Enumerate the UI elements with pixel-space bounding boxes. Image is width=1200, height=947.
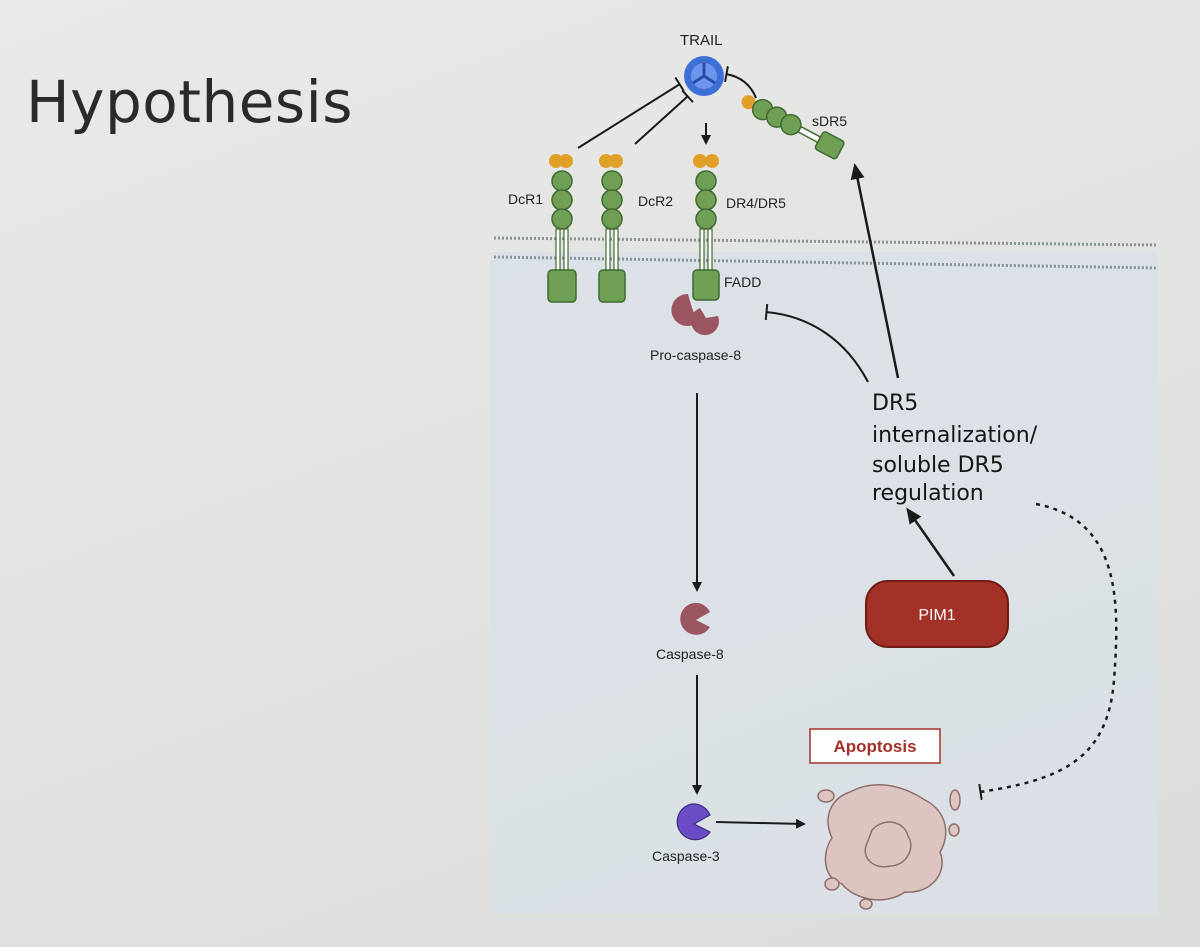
pro-caspase-8-label: Pro-caspase-8 <box>650 347 741 363</box>
sdr5-label: sDR5 <box>812 113 847 129</box>
sdr5-receptor <box>741 95 845 160</box>
dr5-regulation-line-2: internalization/ <box>872 423 1038 448</box>
caspase-3-to-apoptosis-arrow <box>715 818 806 829</box>
membrane-line-outer <box>493 236 1159 247</box>
apoptosis-label: Apoptosis <box>833 737 916 756</box>
caspase-3-shape <box>676 803 711 841</box>
dcr1-receptor <box>547 154 577 303</box>
fadd-label: FADD <box>724 274 761 290</box>
apoptotic-cell <box>817 784 961 910</box>
slide-title: Hypothesis <box>26 68 353 136</box>
cytoplasm-region <box>490 252 1158 914</box>
dr5-regulation-line-1: DR5 <box>872 391 918 416</box>
pim1-inhibits-apoptosis-dashed <box>978 502 1118 800</box>
pim1-label: PIM1 <box>918 607 955 624</box>
dr4-dr5-receptor <box>692 154 720 301</box>
sdr5-inhibits-trail <box>724 66 757 99</box>
pim1-to-dr5-regulation-arrow <box>906 507 956 577</box>
dr5-regulation-line-3: soluble DR5 <box>872 453 1004 478</box>
dcr1-inhibits-trail <box>577 76 685 149</box>
caspase-3-label: Caspase-3 <box>652 848 720 864</box>
pim1-box <box>865 580 1009 648</box>
pro-caspase-8-shape <box>671 293 719 336</box>
dr5-regulation-to-sdr5-arrow <box>850 163 900 379</box>
membrane-line-inner <box>493 255 1159 270</box>
caspase-8-shape <box>680 602 710 635</box>
dcr1-label: DcR1 <box>508 191 543 207</box>
dr4-dr5-label: DR4/DR5 <box>726 195 786 211</box>
dr5-regulation-inhibits-fadd <box>764 303 869 383</box>
dcr2-receptor <box>598 154 626 303</box>
apoptosis-box <box>809 728 941 764</box>
dr5-regulation-line-4: regulation <box>872 481 984 506</box>
dcr2-inhibits-trail <box>634 89 694 145</box>
trail-label: TRAIL <box>680 32 723 49</box>
caspase-8-label: Caspase-8 <box>656 646 724 662</box>
dcr2-label: DcR2 <box>638 193 673 209</box>
trail-ligand <box>684 56 724 96</box>
